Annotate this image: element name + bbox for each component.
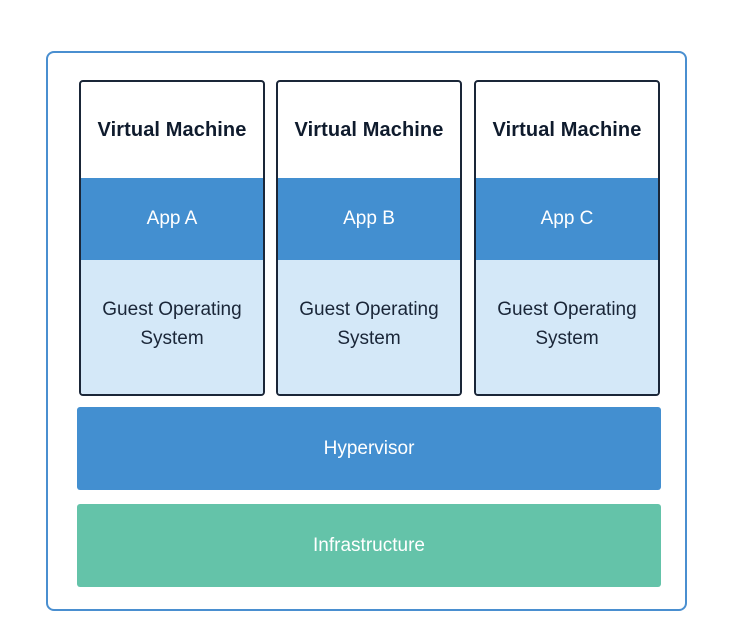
vm-b-title: Virtual Machine: [294, 118, 444, 141]
hypervisor-layer: Hypervisor: [77, 407, 661, 490]
vm-b-app: App B: [278, 178, 460, 260]
vm-c-app: App C: [476, 178, 658, 260]
vm-b-guest-os: Guest Operating System: [278, 260, 460, 394]
virtual-machine-b: Virtual Machine App B Guest Operating Sy…: [276, 80, 462, 396]
vm-a-title: Virtual Machine: [97, 118, 247, 141]
vm-c-guest-os: Guest Operating System: [476, 260, 658, 394]
vm-c-title: Virtual Machine: [492, 118, 642, 141]
vm-a-app: App A: [81, 178, 263, 260]
vm-a-guest-os: Guest Operating System: [81, 260, 263, 394]
virtual-machine-c: Virtual Machine App C Guest Operating Sy…: [474, 80, 660, 396]
infrastructure-layer: Infrastructure: [77, 504, 661, 587]
virtual-machine-a: Virtual Machine App A Guest Operating Sy…: [79, 80, 265, 396]
